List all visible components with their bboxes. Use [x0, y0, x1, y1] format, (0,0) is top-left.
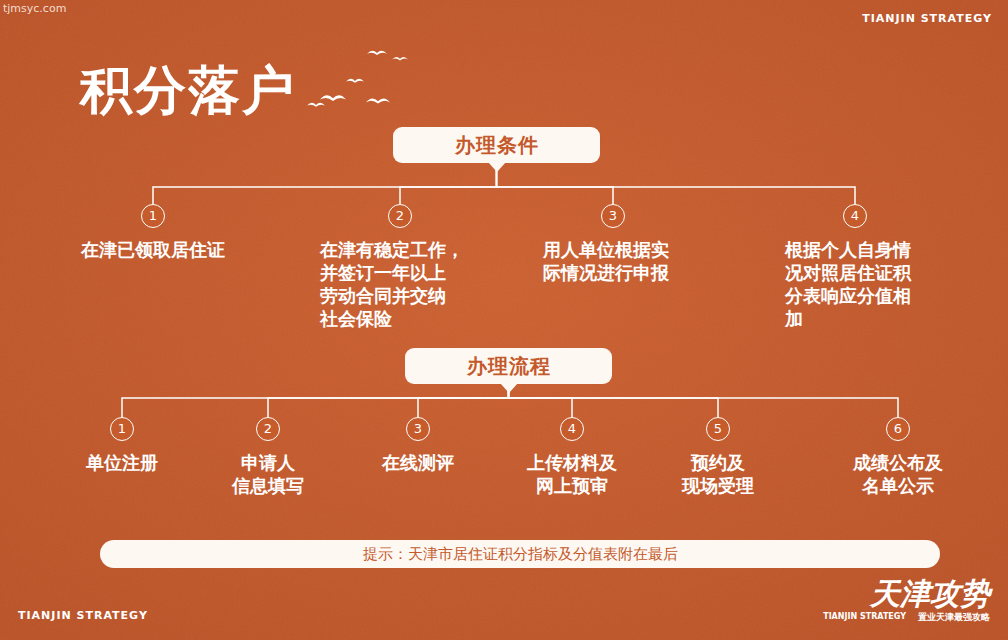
- connector: [153, 163, 497, 204]
- speech-pointer: [500, 383, 518, 393]
- heading-box: 办理条件: [393, 127, 600, 163]
- watermark: tjmsyc.com: [3, 2, 66, 15]
- step-text: 申请人 信息填写: [208, 451, 328, 497]
- logo-subtext: TIANJIN STRATEGY: [823, 612, 906, 621]
- connector: [122, 384, 509, 417]
- connector: [509, 384, 573, 417]
- title: 积分落户: [80, 56, 296, 126]
- numbered-step: 2 在津有稳定工作， 并签订一年以上 劳动合同并交纳 社会保险: [300, 204, 500, 330]
- bird: [320, 95, 346, 101]
- text-wrap: 在津已领取居住证: [53, 228, 253, 261]
- connector: [400, 163, 497, 204]
- bird: [346, 79, 364, 83]
- connector: [509, 384, 719, 417]
- step-text: 在津有稳定工作， 并签订一年以上 劳动合同并交纳 社会保险: [320, 238, 480, 330]
- heading-text: 办理条件: [455, 132, 539, 159]
- numbered-step: 1 单位注册: [52, 417, 192, 474]
- connector: [268, 384, 509, 417]
- numbered-step: 3 在线测评: [348, 417, 488, 474]
- logo-text: 天津攻势: [870, 574, 990, 615]
- text-wrap: 根据个人自身情 况对照居住证积 分表响应分值相 加: [755, 228, 955, 330]
- connector: [497, 163, 614, 204]
- callout-number: 1: [110, 417, 134, 441]
- step-text: 用人单位根据实 际情况进行申报: [543, 238, 683, 284]
- connector: [418, 384, 509, 417]
- step-text: 在线测评: [382, 451, 454, 474]
- logo-subtext: 置业天津最强攻略: [918, 611, 990, 624]
- bird: [367, 51, 387, 55]
- step-text: 单位注册: [86, 451, 158, 474]
- note-band: 提示：天津市居住证积分指标及分值表附在最后: [100, 540, 940, 568]
- text-wrap: 用人单位根据实 际情况进行申报: [513, 228, 713, 284]
- callout-number: 3: [601, 204, 625, 228]
- callout-number: 4: [560, 417, 584, 441]
- text-wrap: 在津有稳定工作， 并签订一年以上 劳动合同并交纳 社会保险: [300, 228, 500, 330]
- speech-pointer: [488, 162, 506, 172]
- text-wrap: 申请人 信息填写: [198, 441, 338, 497]
- text-wrap: 成绩公布及 名单公示: [828, 441, 968, 497]
- text-wrap: 在线测评: [348, 441, 488, 474]
- callout-number: 6: [886, 417, 910, 441]
- brand-text: TIANJIN STRATEGY: [862, 12, 992, 25]
- step-text: 预约及 现场受理: [658, 451, 778, 497]
- birds: [307, 51, 408, 107]
- step-text: 上传材料及 网上预审: [512, 451, 632, 497]
- connector: [497, 163, 856, 204]
- heading-text: 办理流程: [467, 353, 551, 380]
- bird: [307, 103, 325, 107]
- numbered-step: 4 根据个人自身情 况对照居住证积 分表响应分值相 加: [755, 204, 955, 330]
- text-wrap: 上传材料及 网上预审: [502, 441, 642, 497]
- numbered-step: 5 预约及 现场受理: [648, 417, 788, 497]
- note-text: 提示：天津市居住证积分指标及分值表附在最后: [363, 545, 678, 564]
- numbered-step: 4 上传材料及 网上预审: [502, 417, 642, 497]
- numbered-step: 2 申请人 信息填写: [198, 417, 338, 497]
- callout-number: 4: [843, 204, 867, 228]
- step-text: 成绩公布及 名单公示: [838, 451, 958, 497]
- callout-number: 1: [141, 204, 165, 228]
- callout-number: 5: [706, 417, 730, 441]
- step-text: 根据个人自身情 况对照居住证积 分表响应分值相 加: [785, 238, 925, 330]
- numbered-step: 3 用人单位根据实 际情况进行申报: [513, 204, 713, 284]
- callout-number: 2: [256, 417, 280, 441]
- callout-number: 2: [388, 204, 412, 228]
- bird: [392, 57, 408, 60]
- numbered-step: 1 在津已领取居住证: [53, 204, 253, 261]
- step-text: 在津已领取居住证: [81, 238, 225, 261]
- brand-text: TIANJIN STRATEGY: [18, 609, 148, 622]
- text-wrap: 单位注册: [52, 441, 192, 474]
- connector: [509, 384, 899, 417]
- heading-box: 办理流程: [405, 348, 612, 384]
- text-wrap: 预约及 现场受理: [648, 441, 788, 497]
- bird: [366, 98, 390, 103]
- numbered-step: 6 成绩公布及 名单公示: [828, 417, 968, 497]
- callout-number: 3: [406, 417, 430, 441]
